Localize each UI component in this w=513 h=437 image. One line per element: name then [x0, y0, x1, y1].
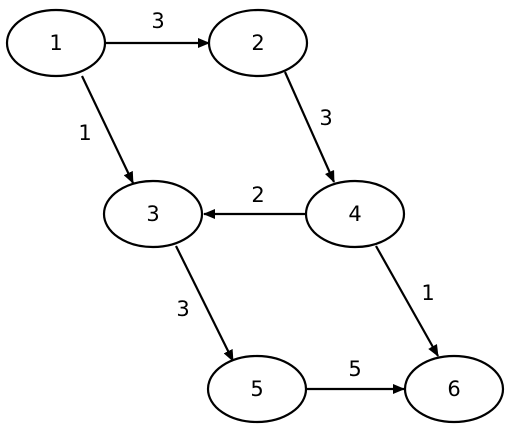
node-2-ellipse [207, 8, 309, 78]
node-6-ellipse [403, 354, 505, 424]
node-4: 4 [304, 179, 406, 249]
edge-1-to-3 [81, 75, 134, 184]
node-5-ellipse [206, 354, 308, 424]
edge-weight-4-to-3: 2 [251, 183, 264, 207]
node-4-label: 4 [348, 202, 361, 226]
edge-3-to-5 [175, 245, 234, 362]
node-6-label: 6 [447, 377, 460, 401]
node-3: 3 [102, 179, 204, 249]
node-3-ellipse [102, 179, 204, 249]
node-5-label: 5 [250, 377, 263, 401]
node-2-label: 2 [251, 31, 264, 55]
edge-weight-5-to-6: 5 [348, 357, 361, 381]
node-6: 6 [403, 354, 505, 424]
node-1-ellipse [5, 8, 107, 78]
edge-weight-1-to-2: 3 [151, 9, 164, 33]
node-1-label: 1 [49, 31, 62, 55]
edge-weight-2-to-4: 3 [319, 106, 332, 130]
node-5: 5 [206, 354, 308, 424]
edge-weight-1-to-3: 1 [78, 121, 91, 145]
edge-weight-3-to-5: 3 [176, 297, 189, 321]
edge-weight-4-to-6: 1 [421, 281, 434, 305]
nodes-group: 1 2 3 4 5 6 [5, 8, 505, 424]
node-3-label: 3 [146, 202, 159, 226]
node-4-ellipse [304, 179, 406, 249]
node-1: 1 [5, 8, 107, 78]
edges-group: 3 1 3 2 3 1 5 [78, 9, 439, 394]
node-2: 2 [207, 8, 309, 78]
edge-4-to-6 [375, 245, 439, 357]
edge-2-to-4 [283, 71, 336, 183]
